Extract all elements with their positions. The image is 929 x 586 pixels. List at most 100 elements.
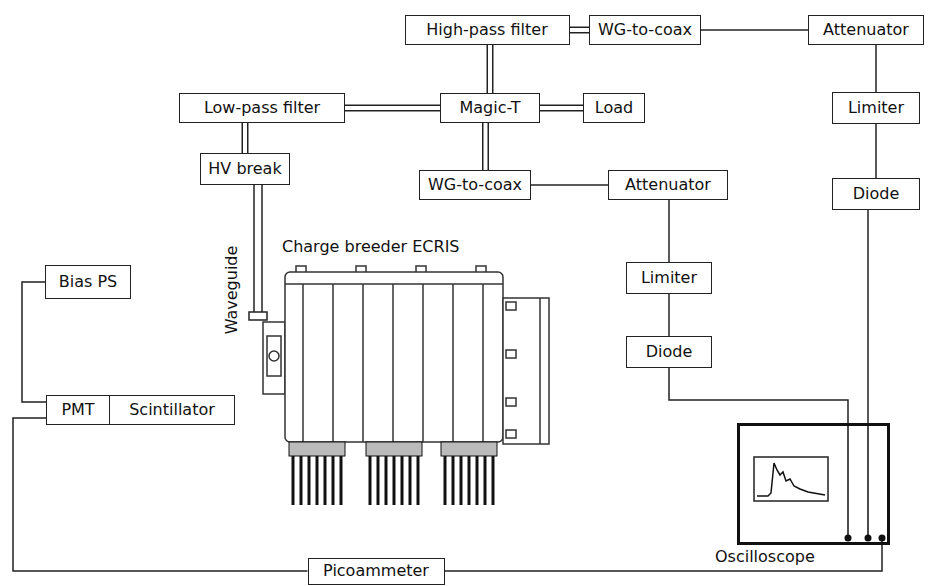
extraction-plate <box>503 298 549 444</box>
component-label: Diode <box>646 343 693 361</box>
cable-connector <box>669 368 848 423</box>
component-label: Limiter <box>848 99 904 117</box>
coil-wire-bundle <box>293 456 493 505</box>
component-label: High-pass filter <box>426 21 547 39</box>
component-box: Diode <box>832 178 920 210</box>
connector-line <box>445 545 883 571</box>
component-label: Oscilloscope <box>715 548 815 566</box>
waveguide-connector <box>485 123 486 170</box>
component-box: Limiter <box>832 92 920 124</box>
component-label: Scintillator <box>129 401 215 419</box>
connector-head-carrier <box>490 45 491 93</box>
coil-wire-bundle <box>289 442 345 456</box>
component-label: Attenuator <box>823 21 909 39</box>
extraction-plate <box>506 398 516 406</box>
extraction-plate <box>506 302 516 310</box>
connector-line <box>875 124 877 178</box>
component-label: Bias PS <box>59 273 117 291</box>
extraction-plate <box>506 350 516 358</box>
extraction-plate <box>506 430 516 438</box>
cable-connector <box>701 30 808 31</box>
connector-head-carrier <box>245 123 246 153</box>
connector-line <box>487 45 494 93</box>
coil-wire-bundle <box>441 442 497 456</box>
ion-source-body <box>362 284 364 442</box>
waveguide-connector <box>245 123 246 153</box>
component-label: HV break <box>208 160 281 178</box>
waveguide-core <box>345 106 440 110</box>
oscilloscope-display <box>737 423 890 545</box>
component-box: HV break <box>200 153 290 185</box>
waveguide-core <box>570 28 590 32</box>
connector-line <box>540 105 583 112</box>
connector-line <box>345 105 440 112</box>
injection-flange <box>267 336 281 376</box>
ion-source-body <box>285 272 503 442</box>
component-box: Attenuator <box>808 15 924 45</box>
component-box: Bias PS <box>45 265 131 299</box>
coil-wire-bundle <box>289 442 497 505</box>
oscilloscope-box: Oscilloscope <box>737 423 890 545</box>
waveguide-core <box>484 123 488 170</box>
cable-connector <box>876 124 877 178</box>
scope-input-lead <box>848 423 882 545</box>
cable-connector <box>445 545 883 571</box>
waveguide-core <box>488 45 492 93</box>
component-box: WG-to-coax <box>589 15 701 45</box>
waveguide-core <box>540 106 583 110</box>
component-box: PMT <box>46 395 110 425</box>
injection-flange <box>263 322 285 394</box>
cable-connector <box>22 282 46 402</box>
waveguide-connector <box>345 108 440 109</box>
component-label: Diode <box>853 185 900 203</box>
component-label: Picoammeter <box>323 562 429 580</box>
component-label: Attenuator <box>625 176 711 194</box>
component-box: Magic-T <box>440 93 540 123</box>
coil-wire-bundle <box>366 442 422 456</box>
cable-connector <box>531 185 608 186</box>
connector-line <box>668 200 670 262</box>
cable-connector <box>669 200 670 262</box>
component-label: Magic-T <box>459 99 520 117</box>
ion-source-body <box>392 284 394 442</box>
connector-line <box>22 282 46 402</box>
ion-source-body <box>285 283 503 285</box>
scope-input-dot <box>879 535 886 542</box>
connector-line <box>13 418 308 571</box>
injection-flange <box>263 322 285 394</box>
cable-connector <box>669 294 670 336</box>
component-box: Scintillator <box>109 395 235 425</box>
cable-connector <box>868 210 869 423</box>
component-box: Diode <box>626 336 712 368</box>
connector-line <box>701 29 808 31</box>
connector-head-carrier <box>345 108 440 109</box>
extraction-plate <box>503 298 549 444</box>
ion-source-body <box>452 284 454 442</box>
component-box: WG-to-coax <box>419 170 531 200</box>
scope-input-dot <box>845 535 886 542</box>
scope-screen <box>754 457 828 501</box>
component-label: WG-to-coax <box>598 21 692 39</box>
component-label: PMT <box>61 401 94 419</box>
connector-line <box>482 123 489 170</box>
annotation-label: Waveguide <box>223 246 241 335</box>
connector-line <box>570 27 590 34</box>
injection-flange <box>269 351 279 361</box>
ion-source-body <box>422 284 424 442</box>
waveguide-pipe <box>261 185 263 312</box>
annotation-label: Charge breeder ECRIS <box>282 238 460 256</box>
scope-trace <box>757 463 825 496</box>
waveguide-connector <box>540 108 583 109</box>
connector-head-carrier <box>540 108 583 109</box>
waveguide-connector <box>490 45 491 93</box>
scope-input-lead <box>867 423 869 538</box>
connector-line <box>668 294 670 336</box>
scope-input-dot <box>845 535 852 542</box>
connector-line <box>242 123 249 153</box>
connector-line <box>875 45 877 92</box>
scope-input-dot <box>865 535 872 542</box>
component-label: Load <box>595 99 633 117</box>
cable-connector <box>876 45 877 92</box>
waveguide-pipe <box>249 312 267 320</box>
